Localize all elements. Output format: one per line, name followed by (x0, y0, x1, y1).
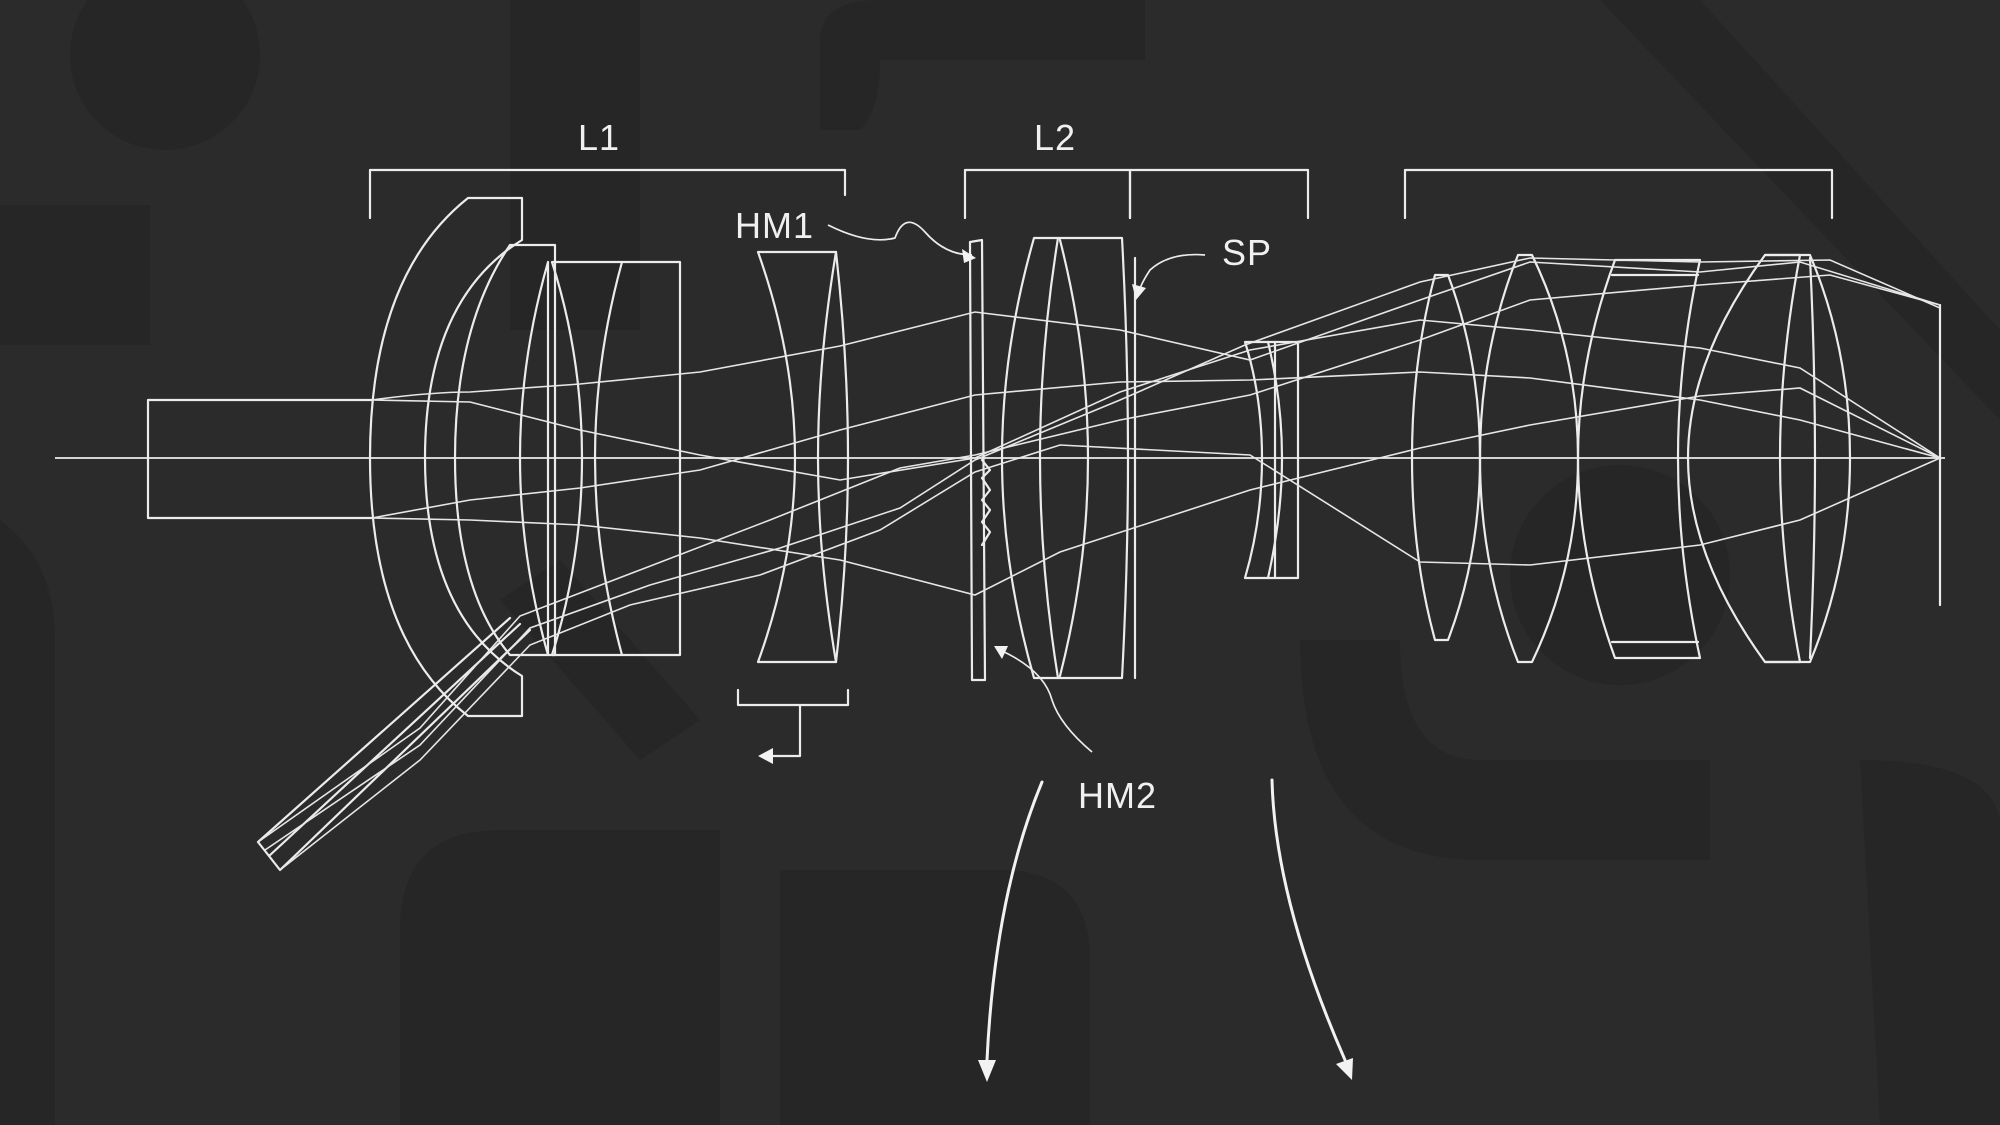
label-l2: L2 (1034, 117, 1077, 158)
doublet-inner (1266, 340, 1284, 580)
lens-4 (756, 250, 838, 664)
lens-group-l2 (968, 236, 1130, 682)
lens-7 (1410, 273, 1482, 642)
lens-11-surface (1808, 256, 1817, 660)
ray-bundles (257, 257, 1941, 871)
lens-6 (1056, 236, 1130, 680)
output-arrow-right-head (1336, 1058, 1353, 1080)
lens-3 (550, 260, 682, 657)
lens-9-rims (1610, 273, 1700, 644)
sp-leader-head (1132, 284, 1146, 300)
output-arrow-left (985, 780, 1044, 1062)
group-brackets (368, 168, 1834, 764)
output-arrow-left-head (978, 1060, 996, 1082)
doublet-outer (1243, 340, 1300, 580)
bracket-rear-group (1403, 168, 1834, 220)
meniscus-1 (368, 196, 524, 718)
bracket-l2 (963, 168, 1132, 220)
lens-11 (1763, 253, 1852, 664)
output-arrow-right (1270, 778, 1347, 1062)
hm1-leader (827, 221, 973, 256)
output-arrows (978, 778, 1353, 1082)
label-l1: L1 (578, 117, 621, 158)
move-arrow-head (758, 748, 773, 764)
sp-leader (1137, 253, 1206, 296)
hm1-leader-head (962, 249, 976, 263)
lens-9 (1576, 258, 1702, 660)
leader-lines (827, 221, 1206, 753)
label-hm2: HM2 (1078, 775, 1158, 816)
input-tube (146, 398, 374, 520)
bracket-l1 (368, 168, 847, 220)
lens-2b (518, 260, 550, 657)
lens-3-surface (593, 260, 624, 657)
hm2-leader (999, 649, 1093, 753)
half-mirror-hm1 (968, 238, 987, 682)
lens-group-l1 (368, 196, 850, 718)
label-sp: SP (1222, 232, 1273, 273)
label-hm1: HM1 (735, 205, 815, 246)
lens-6-surface (1058, 238, 1090, 678)
bracket-sp-group (1128, 168, 1310, 220)
half-mirror-hm2-surface (980, 458, 992, 547)
move-arrow (762, 704, 802, 758)
bracket-move (736, 688, 850, 707)
lens-4b (834, 250, 850, 664)
hm2-leader-head (994, 646, 1008, 659)
